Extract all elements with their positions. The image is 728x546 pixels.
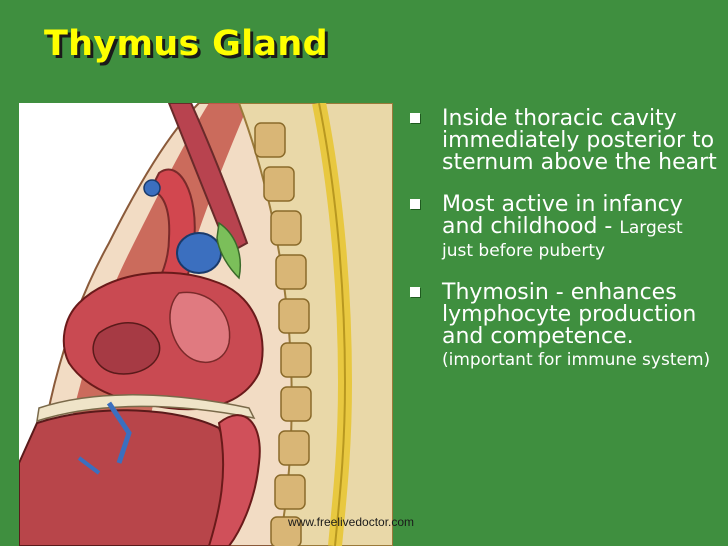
bullet-item-3: Thymosin - enhances lymphocyte productio… [406,282,718,371]
watermark-text: www.freelivedoctor.com [288,515,415,529]
bullet-3-detail: (important for immune system) [442,350,711,370]
anatomy-drawing [19,103,393,546]
bullet-item-1: Inside thoracic cavity immediately poste… [406,108,718,174]
bullet-3-text: Thymosin - enhances lymphocyte productio… [442,280,697,349]
slide-title: Thymus Gland [44,24,328,64]
bullet-2-text: Most active in infancy and childhood - [442,192,683,239]
square-bullet-icon [410,113,420,123]
bullet-2-detail: Largest just before puberty [442,218,683,261]
bullet-list: Inside thoracic cavity immediately poste… [406,108,718,391]
square-bullet-icon [410,199,420,209]
bullet-item-2: Most active in infancy and childhood - L… [406,194,718,262]
bullet-1-text: Inside thoracic cavity immediately poste… [442,106,717,175]
square-bullet-icon [410,287,420,297]
thorax-sagittal-illustration [19,103,393,546]
